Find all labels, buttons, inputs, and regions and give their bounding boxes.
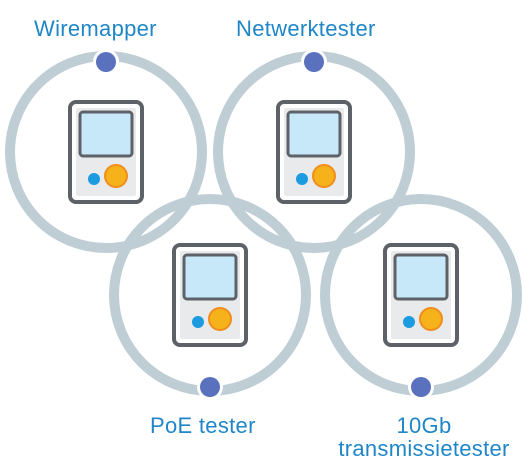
dot-10gb-tester — [411, 377, 431, 397]
orange-button-icon — [104, 164, 128, 188]
device-screen — [182, 253, 238, 301]
handheld-tester-icon — [172, 243, 248, 347]
blue-button-icon — [403, 316, 415, 328]
label-poe-tester: PoE tester — [150, 413, 256, 438]
device-screen — [78, 110, 134, 158]
dots-layer — [93, 49, 434, 400]
blue-button-icon — [88, 173, 100, 185]
blue-button-icon — [296, 173, 308, 185]
dot-wiremapper — [96, 52, 116, 72]
device-screen — [286, 110, 342, 158]
orange-button-icon — [312, 164, 336, 188]
devices-layer — [68, 100, 459, 347]
orange-button-icon — [208, 307, 232, 331]
orange-button-icon — [419, 307, 443, 331]
label-netwerktester: Netwerktester — [236, 16, 376, 41]
device-screen — [393, 253, 449, 301]
dot-poe-tester — [200, 377, 220, 397]
label-wiremapper: Wiremapper — [34, 16, 157, 41]
handheld-tester-icon — [276, 100, 352, 204]
blue-button-icon — [192, 316, 204, 328]
handheld-tester-icon — [383, 243, 459, 347]
dot-netwerktester — [304, 52, 324, 72]
handheld-tester-icon — [68, 100, 144, 204]
label-10gb-tester: 10Gb transmissietester — [338, 413, 510, 461]
